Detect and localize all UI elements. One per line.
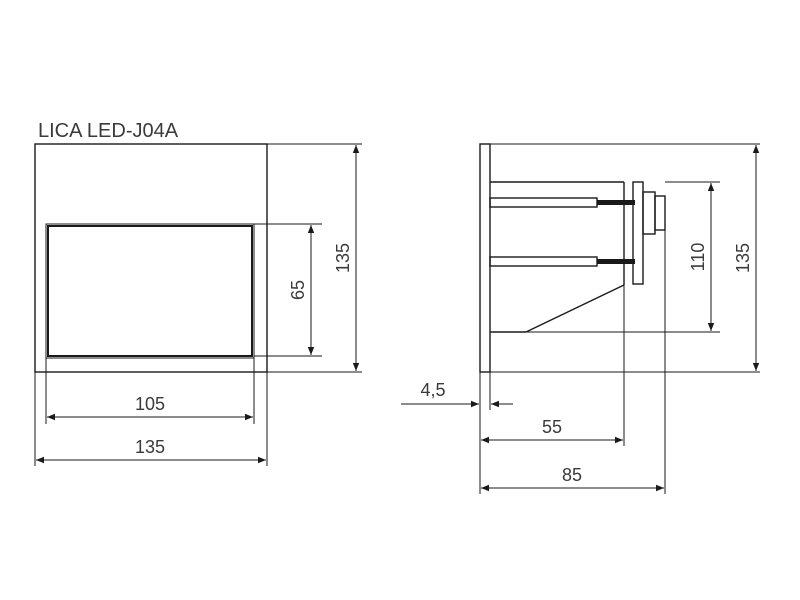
front-frame [34, 143, 268, 373]
connector-cap [654, 195, 666, 231]
dim-plate-thickness: 4,5 [420, 380, 445, 400]
dim-window-width: 105 [135, 394, 165, 414]
housing-slope [525, 284, 625, 333]
front-window-outline [45, 223, 255, 359]
mounting-rod-lower [489, 256, 598, 267]
product-title: LICA LED-J04A [38, 120, 179, 142]
side-view: 110 135 4,5 55 85 [401, 143, 760, 494]
wire-upper [597, 200, 635, 205]
dim-overall-height: 135 [333, 243, 353, 273]
dim-box-height: 110 [688, 243, 708, 272]
dim-mount-depth: 55 [542, 417, 562, 437]
wire-lower [597, 259, 635, 264]
front-window [47, 225, 253, 357]
mounting-rod-upper [489, 197, 598, 208]
side-front-plate [479, 143, 491, 373]
dim-overall-depth: 85 [562, 465, 582, 485]
dim-overall-width: 135 [135, 437, 165, 457]
connector-plate [632, 181, 644, 285]
front-view: 65 135 105 135 [34, 143, 362, 466]
dim-side-overall-height: 135 [733, 243, 753, 273]
dim-window-height: 65 [288, 280, 308, 300]
connector-body [642, 191, 656, 235]
